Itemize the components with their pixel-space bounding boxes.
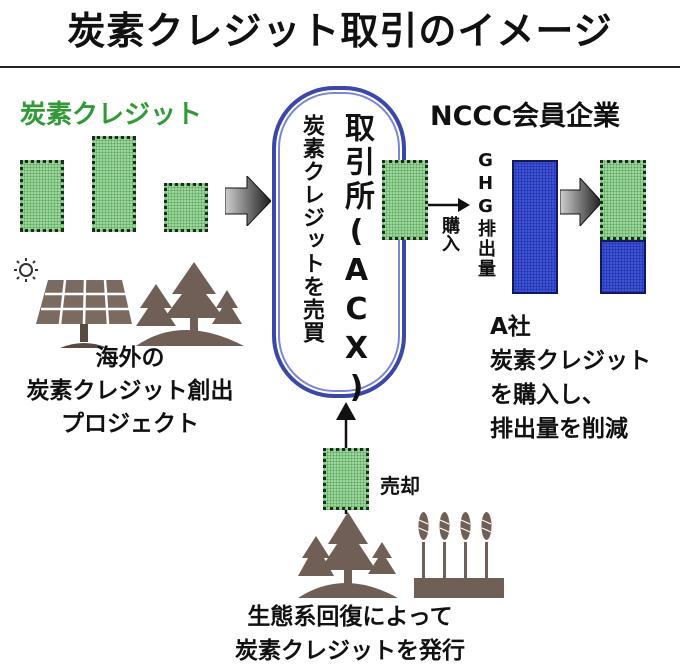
right-arrow-icon xyxy=(225,176,271,226)
wheat-field-icon xyxy=(414,512,504,598)
credit-block-2 xyxy=(92,136,136,232)
right-heading: NCCC会員企業 xyxy=(430,101,621,132)
right-arrow-icon xyxy=(560,178,602,226)
exchange-capsule xyxy=(272,86,406,398)
sun-icon xyxy=(14,258,38,282)
forest-icon xyxy=(298,512,398,598)
emission-bar-after xyxy=(600,240,646,294)
sell-label: 売却 xyxy=(380,474,420,498)
left-heading: 炭素クレジット xyxy=(20,100,203,130)
forest-icon xyxy=(136,262,244,346)
left-caption-line: 炭素クレジット創出 xyxy=(26,378,234,404)
right-arrow-icon xyxy=(428,198,470,212)
exchange-name: 取引所(ACX) xyxy=(339,112,374,409)
offset-credit-block xyxy=(600,160,646,240)
credit-block-issued xyxy=(323,448,369,510)
ghg-label: GHG排出量 xyxy=(475,150,496,279)
left-caption: 海外の 炭素クレジット創出 プロジェクト xyxy=(0,342,260,441)
buy-label: 購入 xyxy=(439,216,460,252)
left-caption-line: 海外の xyxy=(95,345,165,371)
right-caption: A社 炭素クレジット を購入し、 排出量を削減 xyxy=(490,310,680,446)
bottom-caption-line: 炭素クレジットを発行 xyxy=(235,638,465,664)
emission-bar-before xyxy=(512,160,558,294)
bottom-caption-line: 生態系回復によって xyxy=(247,604,453,630)
right-caption-line: を購入し、 xyxy=(490,382,605,408)
credit-block-exchange xyxy=(382,160,428,240)
right-caption-line: 排出量を削減 xyxy=(490,416,628,442)
exchange-subtitle: 炭素クレジットを売買 xyxy=(299,114,324,344)
credit-block-3 xyxy=(164,183,208,232)
right-caption-line: A社 xyxy=(490,314,531,340)
solar-panel-icon xyxy=(14,258,132,348)
credit-block-1 xyxy=(20,160,64,232)
bottom-caption: 生態系回復によって 炭素クレジットを発行 xyxy=(200,600,500,668)
left-caption-line: プロジェクト xyxy=(61,411,199,437)
page-title: 炭素クレジット取引のイメージ xyxy=(67,9,613,53)
right-caption-line: 炭素クレジット xyxy=(490,348,651,374)
title-divider xyxy=(0,66,680,68)
